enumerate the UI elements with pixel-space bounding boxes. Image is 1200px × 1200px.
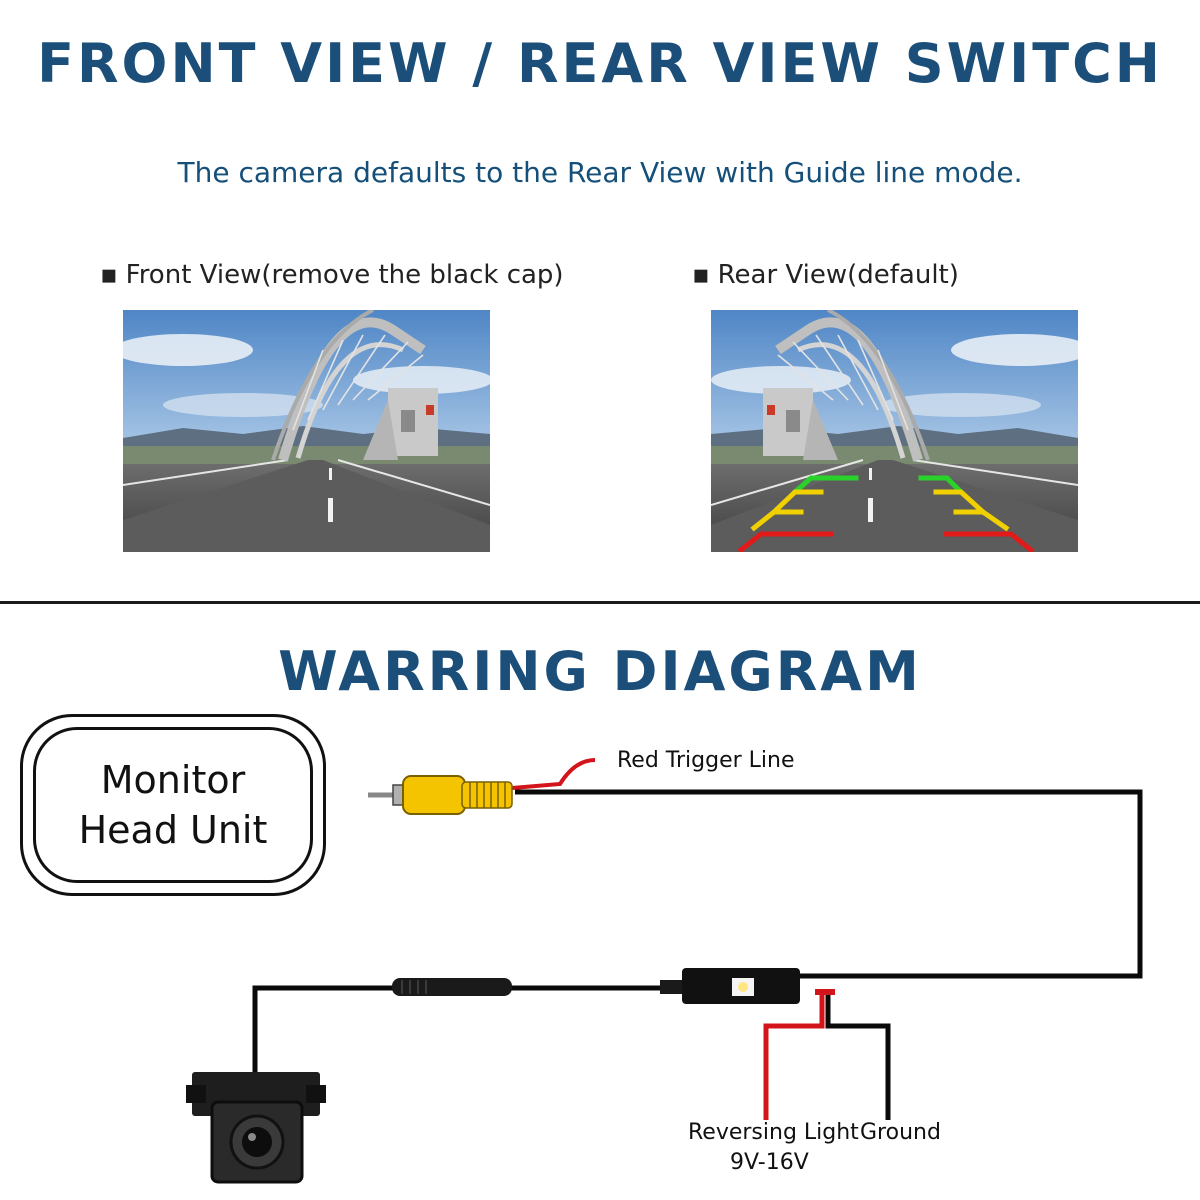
- monitor-label-line1: Monitor: [100, 758, 246, 802]
- video-cable: [515, 789, 1143, 979]
- red-power-wire: [763, 992, 825, 1120]
- rca-connector-icon: [368, 775, 513, 815]
- front-view-photo: [123, 310, 490, 552]
- rear-view-photo: [711, 310, 1078, 552]
- red-trigger-label: Red Trigger Line: [617, 748, 795, 773]
- cable-connector-icon: [392, 978, 512, 996]
- red-trigger-wire: [511, 758, 596, 790]
- ground-wire: [825, 992, 891, 1120]
- section-divider: [0, 601, 1200, 604]
- wiring-diagram: [186, 758, 1143, 1184]
- monitor-head-unit-inner: Monitor Head Unit: [33, 727, 313, 883]
- reversing-light-label: Reversing Light: [688, 1120, 859, 1145]
- monitor-head-unit-box: Monitor Head Unit: [20, 714, 326, 896]
- camera-icon: [186, 1072, 326, 1184]
- rear-view-label: Rear View(default): [717, 260, 959, 290]
- monitor-label-line2: Head Unit: [78, 808, 268, 852]
- voltage-label: 9V-16V: [730, 1150, 809, 1175]
- page-title-wiring: WARRING DIAGRAM: [278, 640, 922, 703]
- rear-view-caption: ▪Rear View(default): [692, 260, 959, 290]
- monitor-head-unit-label: Monitor Head Unit: [79, 755, 268, 855]
- bullet-icon: ▪: [692, 260, 710, 290]
- ground-label: Ground: [860, 1120, 941, 1145]
- bullet-icon: ▪: [100, 260, 118, 290]
- camera-cable: [252, 985, 680, 1075]
- power-box-icon: [660, 968, 800, 1004]
- switch-subtitle: The camera defaults to the Rear View wit…: [177, 156, 1023, 189]
- page-title-switch: FRONT VIEW / REAR VIEW SWITCH: [37, 32, 1163, 95]
- front-view-caption: ▪Front View(remove the black cap): [100, 260, 564, 290]
- front-view-label: Front View(remove the black cap): [125, 260, 564, 290]
